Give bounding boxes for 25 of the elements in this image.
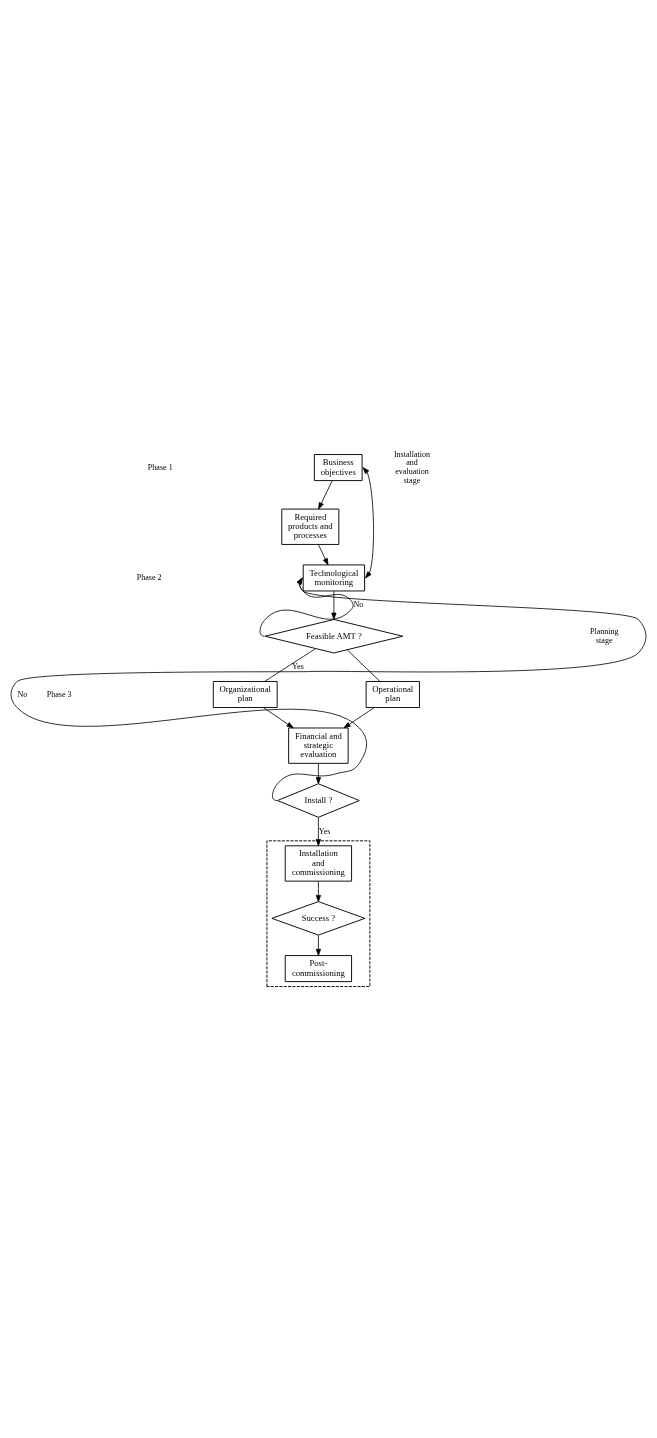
arrow	[318, 480, 333, 510]
node-box: Operational plan	[365, 681, 420, 708]
node-box: Technological monitoring	[302, 564, 366, 592]
arrow	[362, 467, 374, 579]
connector	[346, 649, 381, 682]
node-box: Post-commissioning	[284, 955, 353, 983]
arrow	[10, 577, 647, 801]
connector	[264, 648, 316, 682]
node-box: Installation and commissioning	[284, 845, 353, 882]
arrow	[315, 763, 321, 785]
node-diamond: Feasible AMT ?	[264, 619, 404, 654]
arrow	[263, 707, 294, 729]
arrow	[315, 934, 321, 956]
arrow	[315, 880, 321, 902]
node-box: Organizational plan	[212, 681, 278, 708]
node-box: Business objectives	[313, 454, 363, 482]
node-diamond: Install ?	[277, 783, 360, 818]
arrow	[315, 816, 321, 847]
arrow	[259, 577, 354, 637]
node-box: Financial and strategic evaluation	[288, 727, 349, 764]
arrow	[318, 544, 329, 566]
node-diamond: Success ?	[271, 901, 366, 936]
arrow	[331, 590, 337, 620]
arrow	[343, 707, 375, 729]
node-box: Required products and processes	[281, 508, 340, 545]
